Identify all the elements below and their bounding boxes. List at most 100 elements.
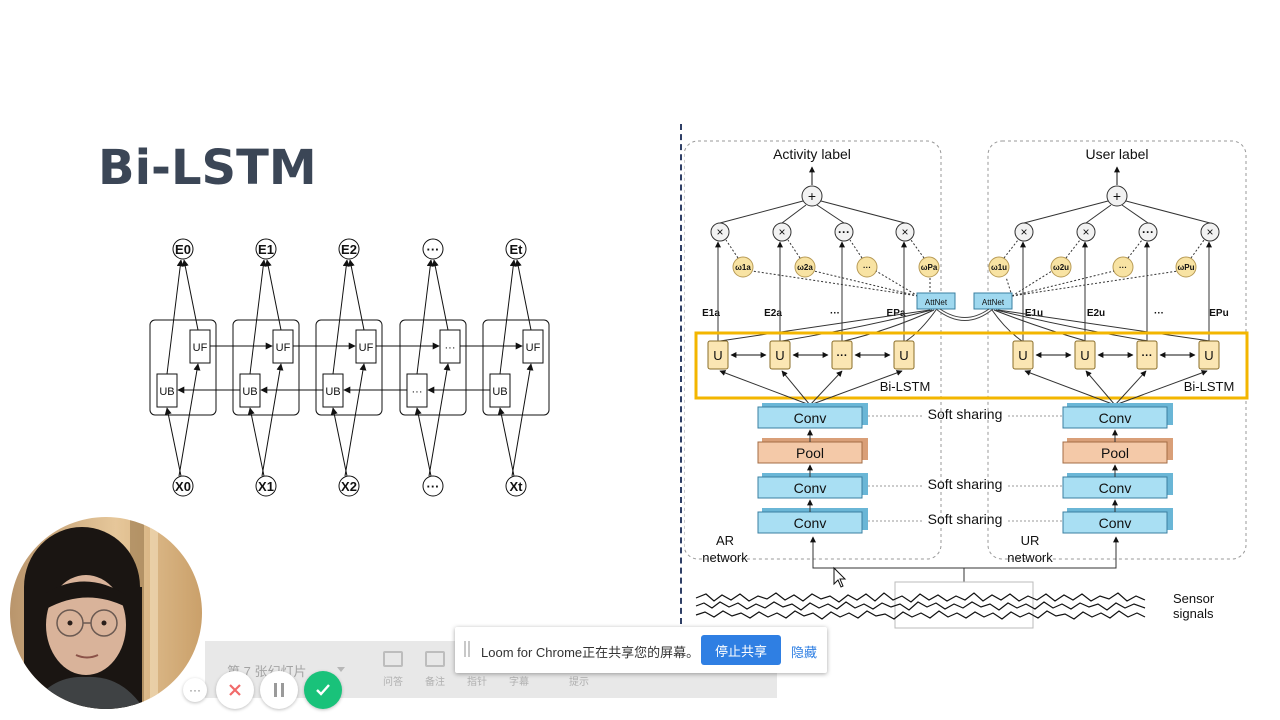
pause-recording-button[interactable]: [260, 671, 298, 709]
notes-icon: [425, 651, 445, 667]
input-label: ···: [427, 479, 440, 494]
attention-weight: [1175, 256, 1197, 278]
forward-unit: [522, 329, 544, 364]
toolbar-notes[interactable]: 备注: [419, 651, 451, 688]
input-label: X1: [258, 479, 274, 494]
cell-container: [149, 319, 217, 416]
more-options-button[interactable]: ···: [183, 678, 207, 702]
svg-text:···: ···: [830, 308, 840, 319]
sum-symbol: +: [808, 188, 816, 204]
svg-text:×: ×: [1020, 225, 1027, 239]
input-label: Xt: [510, 479, 524, 494]
loom-share-message: Loom for Chrome正在共享您的屏幕。: [481, 645, 700, 660]
svg-text:U: U: [1018, 348, 1027, 363]
output-node: [255, 238, 277, 260]
svg-text:···: ···: [1154, 308, 1164, 319]
svg-text:×: ×: [778, 225, 785, 239]
finish-recording-button[interactable]: [304, 671, 342, 709]
svg-text:E1u: E1u: [1025, 308, 1043, 319]
svg-text:···: ···: [1142, 225, 1154, 239]
input-label: X2: [341, 479, 357, 494]
forward-unit-label: UF: [276, 342, 291, 354]
toolbar-qa[interactable]: 问答: [377, 651, 409, 688]
forward-unit-label: UF: [359, 342, 374, 354]
lstm-unit: [831, 340, 853, 370]
output-node: [505, 238, 527, 260]
ar-network-label: AR: [716, 533, 734, 548]
svg-text:×: ×: [901, 225, 908, 239]
svg-text:ω2a: ω2a: [797, 263, 813, 272]
chevron-down-icon[interactable]: [337, 667, 345, 672]
svg-text:ω1a: ω1a: [735, 263, 751, 272]
close-icon: [229, 684, 241, 696]
product-node: [895, 222, 915, 242]
svg-text:×: ×: [1082, 225, 1089, 239]
lstm-unit: [769, 340, 791, 370]
backward-unit-label: UB: [492, 386, 507, 398]
sum-node: [1106, 185, 1128, 207]
svg-text:AttNet: AttNet: [982, 298, 1005, 307]
lstm-unit: [893, 340, 915, 370]
bilstm-highlight: [694, 331, 1249, 400]
svg-text:AttNet: AttNet: [925, 298, 948, 307]
input-label: X0: [175, 479, 191, 494]
output-label: E2: [341, 242, 357, 257]
ar-network-region: [684, 140, 942, 560]
cell-container: [399, 319, 467, 416]
ur-network-label: UR: [1021, 533, 1040, 548]
svg-text:···: ···: [837, 350, 848, 362]
attention-weight: [794, 256, 816, 278]
lstm-unit: [1198, 340, 1220, 370]
bilstm-diagram: E0 E1 E2 ··· Et X0 X1 X2 ··· Xt UF UF UF…: [149, 238, 550, 497]
cancel-recording-button[interactable]: [216, 671, 254, 709]
hide-link[interactable]: 隐藏: [791, 645, 818, 660]
input-node: [172, 475, 194, 497]
svg-text:Conv: Conv: [794, 410, 827, 426]
forward-unit-label: UF: [193, 342, 208, 354]
qa-icon: [383, 651, 403, 667]
input-node: [338, 475, 360, 497]
forward-unit-label: UF: [526, 342, 541, 354]
svg-text:Conv: Conv: [794, 515, 827, 531]
output-node: [422, 238, 444, 260]
output-label: ···: [427, 242, 440, 257]
pause-icon: [274, 683, 284, 697]
output-node: [338, 238, 360, 260]
sensor-waveforms: [695, 592, 1146, 620]
svg-text:Conv: Conv: [1099, 515, 1132, 531]
stop-sharing-button[interactable]: 停止共享: [701, 635, 781, 665]
sensor-signals-label: Sensor: [1173, 591, 1215, 606]
slide-title: Bi-LSTM: [98, 140, 317, 196]
ur-cnn-stack: [1062, 403, 1173, 534]
mouse-cursor: [833, 566, 847, 588]
activity-label: Activity label: [773, 146, 851, 162]
cell-container: [315, 319, 383, 416]
output-label: E1: [258, 242, 274, 257]
svg-text:U: U: [1204, 348, 1213, 363]
input-node: [505, 475, 527, 497]
slide-divider: [680, 124, 682, 624]
svg-text:E2u: E2u: [1087, 308, 1105, 319]
svg-text:Pool: Pool: [796, 445, 824, 461]
product-node: [834, 222, 854, 242]
svg-text:ω2u: ω2u: [1053, 263, 1069, 272]
svg-text:Conv: Conv: [794, 480, 827, 496]
svg-text:EPu: EPu: [1209, 308, 1228, 319]
product-node: [1138, 222, 1158, 242]
loom-share-bar: Loom for Chrome正在共享您的屏幕。 停止共享 隐藏: [455, 627, 827, 673]
ar-network-label: network: [702, 550, 748, 565]
webcam-bubble[interactable]: [10, 517, 202, 709]
svg-text:ωPu: ωPu: [1178, 263, 1195, 272]
output-node: [172, 238, 194, 260]
drag-handle-icon[interactable]: [464, 641, 470, 657]
svg-text:E1a: E1a: [702, 308, 720, 319]
svg-text:···: ···: [1142, 350, 1153, 362]
lstm-unit: [1136, 340, 1158, 370]
svg-text:U: U: [1080, 348, 1089, 363]
attention-weight: [1112, 256, 1134, 278]
svg-text:U: U: [775, 348, 784, 363]
product-node: [1200, 222, 1220, 242]
product-node: [1076, 222, 1096, 242]
svg-text:···: ···: [1119, 263, 1127, 272]
output-label: Et: [510, 242, 524, 257]
